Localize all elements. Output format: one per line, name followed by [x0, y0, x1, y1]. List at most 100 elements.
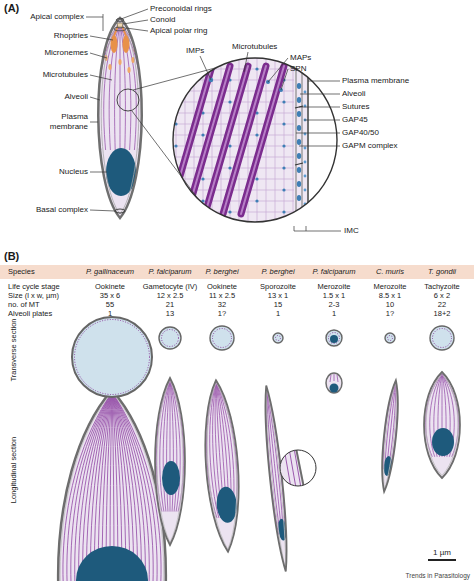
network-line — [170, 223, 294, 224]
imp-particle — [228, 144, 231, 147]
cell-interior — [426, 374, 459, 457]
table-cell: 21 — [166, 300, 174, 309]
table-cell: 32 — [218, 300, 226, 309]
imc-outer-membrane — [301, 55, 302, 225]
part-label: GAPM complex — [342, 141, 398, 151]
table-cell: Ookinete — [95, 282, 125, 291]
microtubule-rods — [169, 66, 284, 214]
zoom-content — [169, 55, 349, 225]
zoom-marker — [117, 89, 139, 111]
leader-line — [304, 120, 340, 121]
parasite-cell — [93, 18, 147, 218]
imp-particle — [282, 188, 285, 191]
table-cell: 6 x 2 — [434, 291, 450, 300]
part-label: Microtubules — [232, 42, 277, 52]
transverse-sections — [72, 317, 454, 397]
nucleus — [330, 335, 338, 343]
table-cell: 18+2 — [434, 309, 451, 318]
imp-particle — [282, 122, 285, 125]
cell-interior — [156, 380, 183, 512]
cell-body — [58, 390, 166, 581]
microtubule — [120, 24, 131, 150]
network-line — [185, 55, 186, 225]
gap-protein — [304, 189, 307, 192]
cell-body — [72, 317, 152, 397]
microtubule — [120, 24, 121, 150]
table-cell: 1? — [218, 309, 226, 318]
imp-particle — [174, 56, 177, 59]
leader-line — [90, 172, 107, 173]
table-cell: Merozoite — [318, 282, 351, 291]
table-cell: 1 — [276, 309, 280, 318]
row-header: Life cycle stage — [8, 282, 60, 291]
species-name: P. berghei — [261, 267, 294, 276]
table-cell: 8.5 x 1 — [379, 291, 402, 300]
part-label: Conoid — [150, 15, 175, 25]
journal-watermark: Trends in Parasitology — [406, 572, 470, 580]
part-label: Apical polar ring — [150, 26, 207, 36]
leader-line — [90, 36, 113, 40]
imc-network — [170, 55, 294, 225]
network-line — [170, 212, 294, 213]
leader-line — [90, 53, 107, 58]
cell-body — [200, 379, 244, 553]
bracket — [294, 226, 341, 231]
plasma-membrane — [58, 390, 166, 581]
part-label: GAP45 — [342, 115, 368, 125]
gap-protein — [297, 153, 301, 159]
imp-particle — [228, 100, 231, 103]
nucleus — [106, 148, 136, 196]
table-cell: 1.5 x 1 — [323, 291, 346, 300]
part-label: Basal complex — [36, 205, 88, 215]
imp-particle — [201, 133, 204, 136]
panel-letter: (A) — [4, 2, 19, 15]
network-line — [170, 58, 294, 59]
table-cell: 1 — [332, 309, 336, 318]
row-header: Alveoli plates — [8, 309, 52, 318]
cell-body — [98, 18, 142, 218]
nucleus — [432, 428, 454, 456]
network-line — [275, 55, 276, 225]
leader-line — [90, 97, 100, 100]
part-label: Preconoidal rings — [150, 4, 212, 14]
zoom-content — [278, 448, 318, 488]
outside — [278, 448, 318, 488]
part-label: SPN — [290, 64, 306, 74]
gap-protein — [304, 147, 307, 150]
microtubule — [241, 66, 284, 214]
parasite-cell — [424, 372, 460, 478]
row-header: Species — [8, 267, 35, 276]
table-cell: 15 — [274, 300, 282, 309]
scale-bar — [428, 559, 456, 561]
part-label: Alveoli — [64, 92, 88, 102]
leader-line — [123, 20, 148, 24]
cell-body — [378, 380, 402, 493]
imp-particle — [174, 144, 177, 147]
cross-section — [385, 333, 395, 343]
plasma-membrane — [98, 18, 142, 218]
parasite-cell — [200, 379, 244, 553]
rhoptry — [123, 35, 130, 53]
header-band: SpeciesP. gallinaceumP. falciparumP. ber… — [0, 265, 474, 279]
plasma-membrane — [307, 55, 309, 225]
table-cell: Gametocyte (IV) — [143, 282, 198, 291]
gap-protein — [297, 181, 301, 187]
gap-protein — [304, 91, 307, 94]
zoom-line — [133, 68, 215, 90]
bracket — [86, 14, 103, 31]
leader-line — [296, 133, 340, 134]
imp-particle — [174, 100, 177, 103]
leader-line — [90, 122, 98, 123]
leader-line — [244, 52, 248, 72]
imp-particle — [282, 210, 285, 213]
scale-label: 1 µm — [433, 548, 451, 558]
microtubule-ring — [433, 329, 452, 348]
leader-lines — [86, 9, 148, 211]
plasma-membrane — [155, 378, 185, 545]
cross-section — [72, 317, 152, 397]
cross-section — [159, 327, 181, 349]
suture — [295, 163, 303, 165]
imp-particle — [255, 199, 258, 202]
zoom-circle — [280, 450, 316, 486]
microtubule-ring — [329, 333, 340, 344]
